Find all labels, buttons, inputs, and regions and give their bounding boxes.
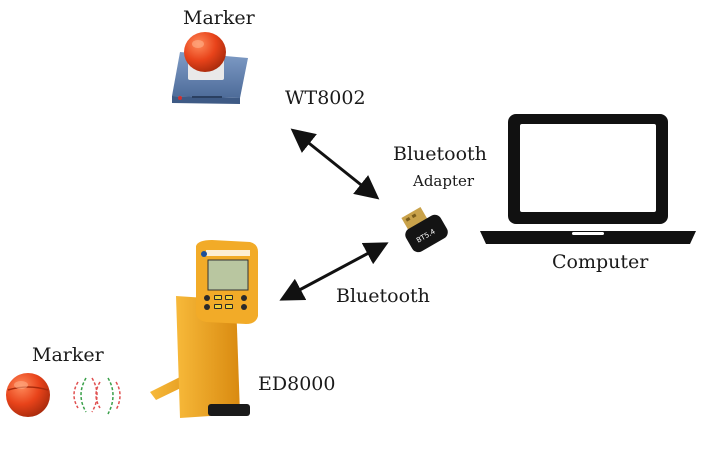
marker-top-label: Marker [183, 7, 255, 29]
wireless-link-arrow-bottom [279, 242, 389, 301]
marker-bottom-label: Marker [32, 344, 104, 366]
computer-label: Computer [552, 251, 649, 273]
marker-ball-icon [184, 32, 226, 72]
signal-waves-icon [73, 377, 121, 415]
bluetooth-link-label: Bluetooth [336, 285, 430, 307]
bluetooth-adapter-subtitle: Adapter [413, 172, 475, 190]
marker-ball-icon [6, 373, 50, 417]
usb-adapter-icon: BT5.4 [401, 206, 448, 253]
ed8000-label: ED8000 [258, 373, 336, 395]
bluetooth-adapter-title: Bluetooth [393, 143, 487, 165]
ed8000-locator-icon [150, 240, 258, 418]
wireless-link-arrow-top [290, 128, 380, 200]
wt8002-label: WT8002 [285, 87, 366, 109]
laptop-icon [480, 114, 696, 244]
